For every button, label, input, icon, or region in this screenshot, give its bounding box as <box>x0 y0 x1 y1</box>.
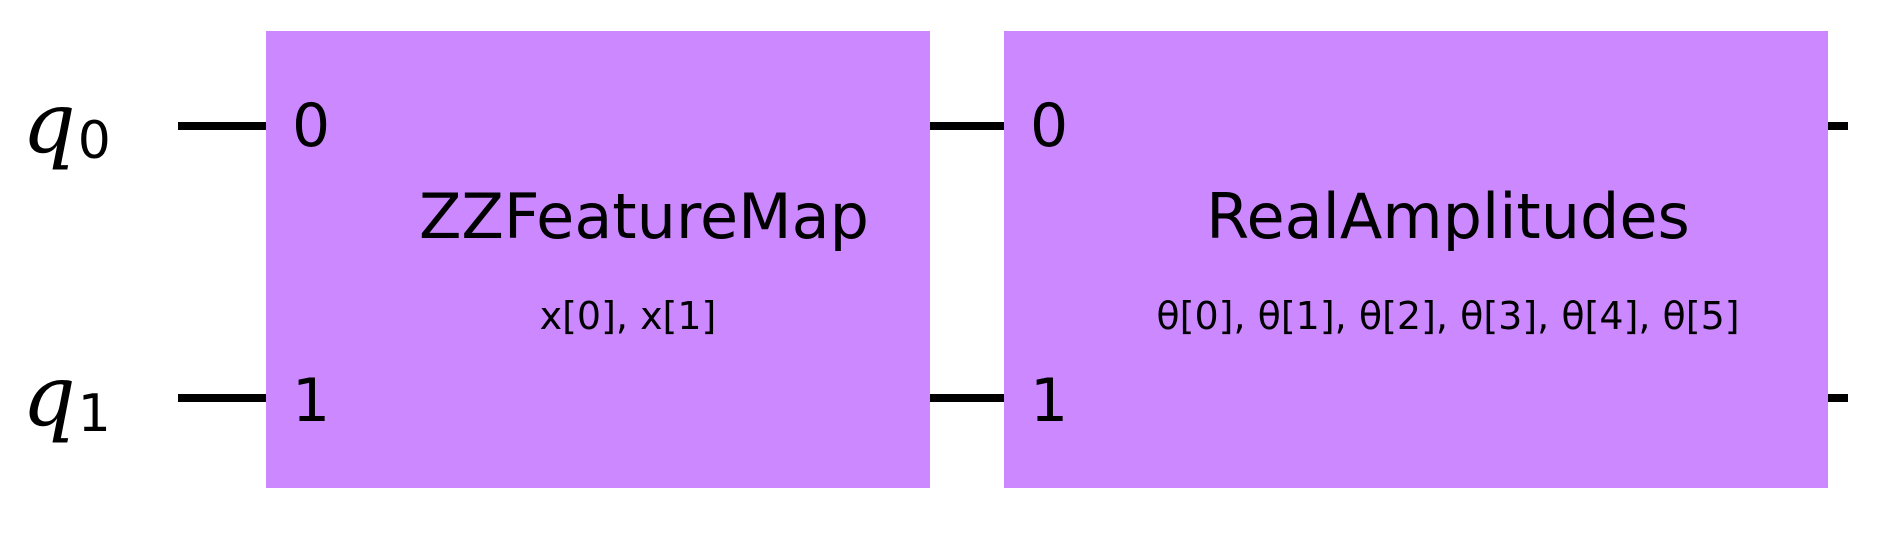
gate-zzfeaturemap-port-0: 0 <box>292 91 330 161</box>
gate-realamplitudes-port-0: 0 <box>1030 91 1068 161</box>
gate-realamplitudes-port-1: 1 <box>1030 366 1068 436</box>
gate-zzfeaturemap-port-1: 1 <box>292 366 330 436</box>
gate-zzfeaturemap[interactable]: 0 1 ZZFeatureMap x[0], x[1] <box>266 31 930 488</box>
gate-realamplitudes-name: RealAmplitudes <box>1206 180 1690 253</box>
qubit-label-q1: q1 <box>22 347 111 445</box>
gate-zzfeaturemap-name: ZZFeatureMap <box>419 180 869 253</box>
gate-zzfeaturemap-params: x[0], x[1] <box>540 294 717 338</box>
gate-realamplitudes-box <box>1004 31 1828 488</box>
qubit-label-q0: q0 <box>22 74 111 172</box>
gate-realamplitudes[interactable]: 0 1 RealAmplitudes θ[0], θ[1], θ[2], θ[3… <box>1004 31 1828 488</box>
gate-zzfeaturemap-box <box>266 31 930 488</box>
gate-realamplitudes-params: θ[0], θ[1], θ[2], θ[3], θ[4], θ[5] <box>1156 294 1739 338</box>
